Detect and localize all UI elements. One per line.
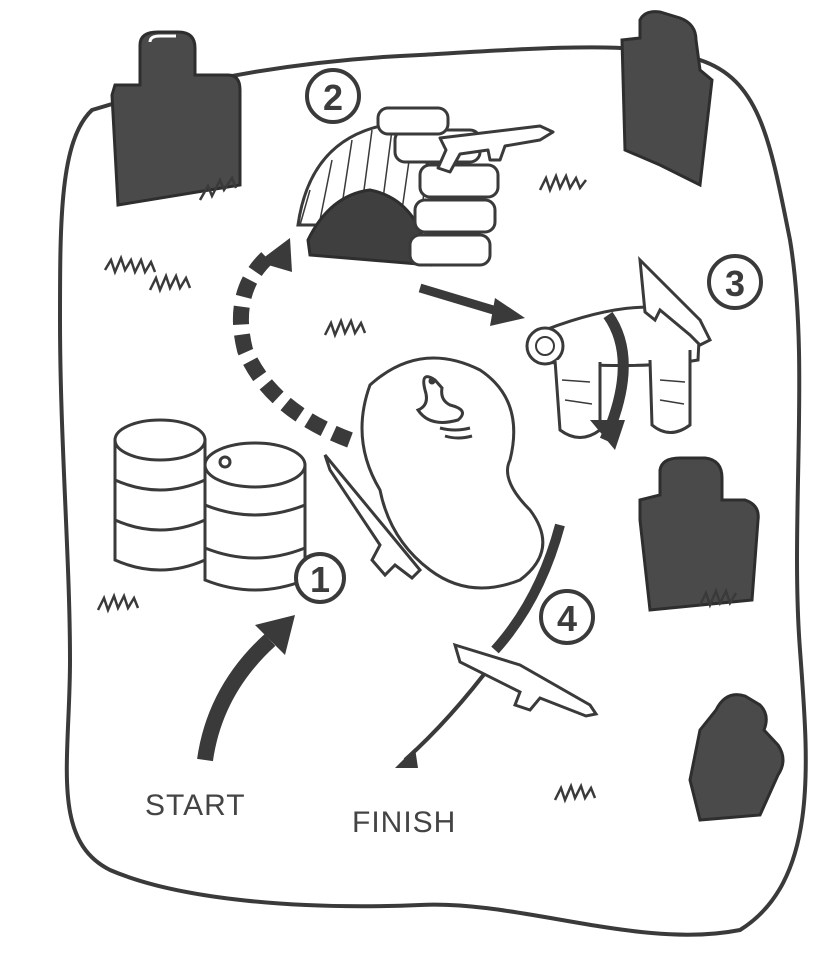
grass-tuft: [540, 176, 586, 190]
grass-tuft: [105, 258, 155, 272]
station-badge-3: 3: [709, 256, 761, 308]
station-badge-1: 1: [296, 554, 344, 602]
target-silhouette-right: [640, 458, 758, 610]
rifle-icon: [455, 645, 596, 716]
finish-label: FINISH: [352, 806, 456, 839]
grass-tuft: [555, 786, 595, 800]
arrow-4-to-finish: [405, 660, 495, 760]
station-number-3: 3: [725, 263, 745, 304]
target-silhouette-top-right: [622, 12, 712, 185]
station-number-1: 1: [310, 559, 330, 600]
station-number-2: 2: [323, 77, 343, 118]
start-arrow: [205, 640, 270, 760]
bunker-station: [298, 108, 553, 265]
arrow-2-to-3: [420, 288, 500, 312]
log-hurdle-station: [527, 260, 710, 450]
dashed-route-1-to-2: [241, 255, 350, 440]
station-badge-2: 2: [307, 70, 359, 122]
grass-tuft: [98, 596, 138, 610]
station-badge-4: 4: [541, 591, 593, 643]
target-silhouette-bottom-right: [690, 695, 783, 820]
start-label: START: [145, 789, 246, 822]
grass-tuft: [325, 321, 365, 335]
grass-tuft: [150, 276, 190, 290]
station-number-4: 4: [557, 598, 577, 639]
